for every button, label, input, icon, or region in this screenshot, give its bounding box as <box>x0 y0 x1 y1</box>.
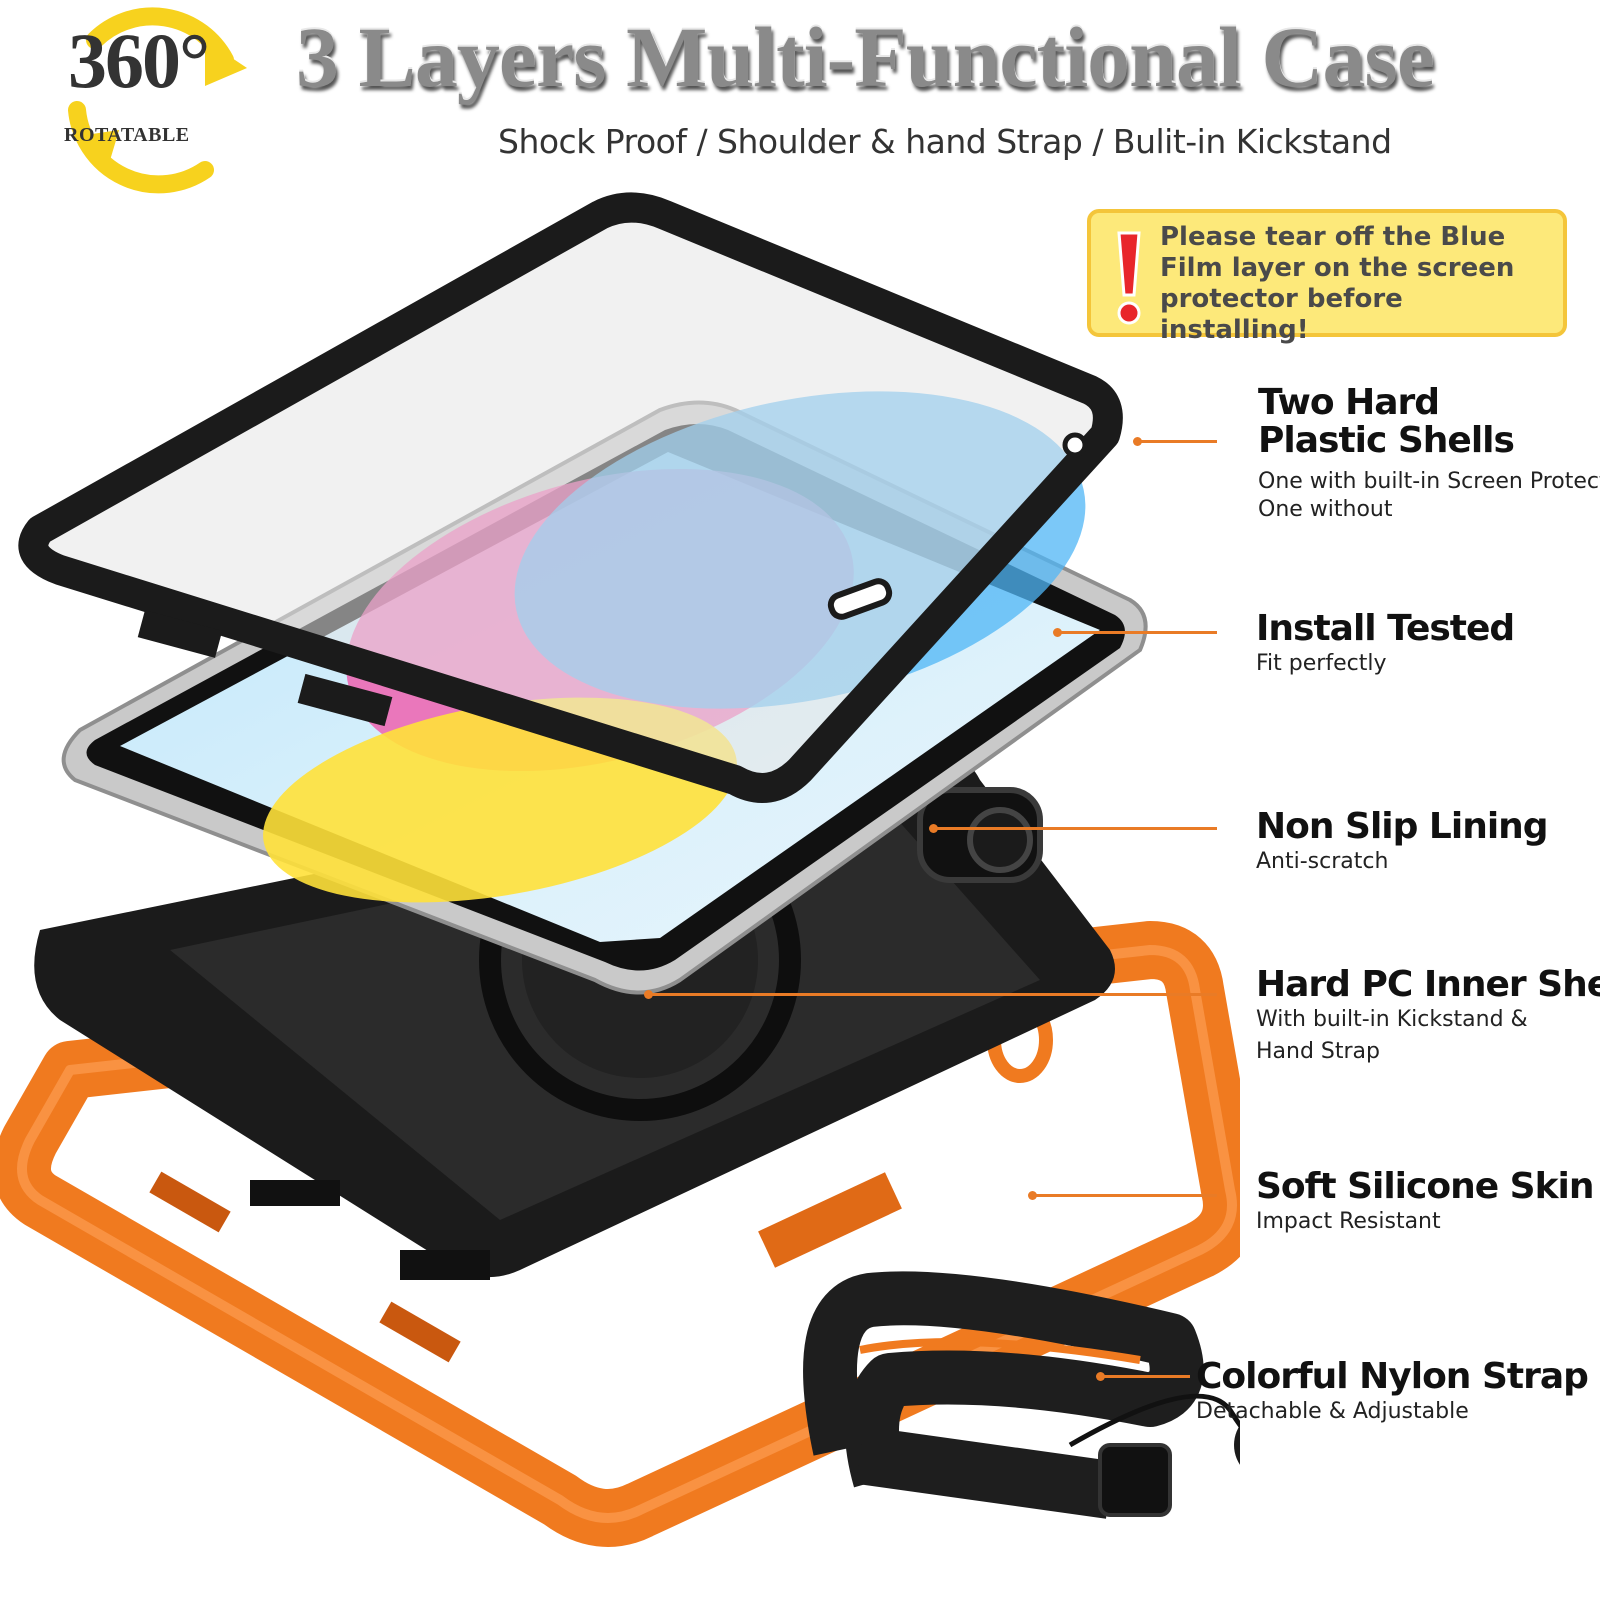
feature-title: Install Tested <box>1256 608 1515 649</box>
leader-line-inner-shell <box>644 990 1217 999</box>
feature-desc: Fit perfectly <box>1256 651 1387 676</box>
notice-text: Please tear off the Blue Film layer on t… <box>1160 222 1515 345</box>
feature-colorful-nylon-strap: Colorful Nylon Strap Detachable & Adjust… <box>1196 1356 1589 1426</box>
leader-line-silicone <box>1028 1191 1217 1200</box>
rotate-arrow-icon <box>68 7 247 194</box>
leader-line-install <box>1053 628 1217 637</box>
feature-title: Hard PC Inner Shell <box>1256 964 1600 1005</box>
feature-install-tested: Install Tested Fit perfectly <box>1256 608 1515 678</box>
nylon-strap <box>803 1271 1240 1519</box>
feature-desc: With built-in Kickstand & <box>1256 1007 1528 1032</box>
feature-title: Non Slip Lining <box>1256 806 1549 847</box>
leader-line-lining <box>929 824 1217 833</box>
notice-box <box>1087 209 1567 337</box>
feature-desc: Impact Resistant <box>1256 1209 1441 1234</box>
badge-label: ROTATABLE <box>64 124 190 146</box>
page-title: 3 Layers Multi-Functional Case <box>296 9 1435 105</box>
leader-line-shells <box>1133 437 1217 446</box>
feature-hard-pc-inner-shell: Hard PC Inner Shell With built-in Kickst… <box>1256 966 1600 1066</box>
feature-desc: Anti-scratch <box>1256 849 1389 874</box>
product-illustration <box>0 192 1240 1547</box>
page-subtitle: Shock Proof / Shoulder & hand Strap / Bu… <box>498 122 1392 161</box>
feature-title: Colorful Nylon Strap <box>1196 1356 1589 1397</box>
feature-title: Two Hard Plastic Shells <box>1258 382 1515 461</box>
feature-title: Soft Silicone Skin <box>1256 1166 1594 1207</box>
outer-frame <box>18 192 1123 803</box>
badge-number: 360° <box>68 17 210 104</box>
feature-non-slip-lining: Non Slip Lining Anti-scratch <box>1256 806 1549 876</box>
silicone-skin <box>0 921 1240 1547</box>
feature-desc: Hand Strap <box>1256 1039 1381 1064</box>
leader-line-strap <box>1096 1372 1190 1381</box>
feature-two-hard-shells: Two Hard Plastic Shells One with built-i… <box>1258 384 1600 524</box>
exclamation-icon <box>1117 231 1141 325</box>
feature-desc: One with built-in Screen Protector <box>1258 469 1600 494</box>
feature-soft-silicone-skin: Soft Silicone Skin Impact Resistant <box>1256 1168 1594 1236</box>
feature-desc: One without <box>1258 497 1393 522</box>
feature-desc: Detachable & Adjustable <box>1196 1399 1469 1424</box>
